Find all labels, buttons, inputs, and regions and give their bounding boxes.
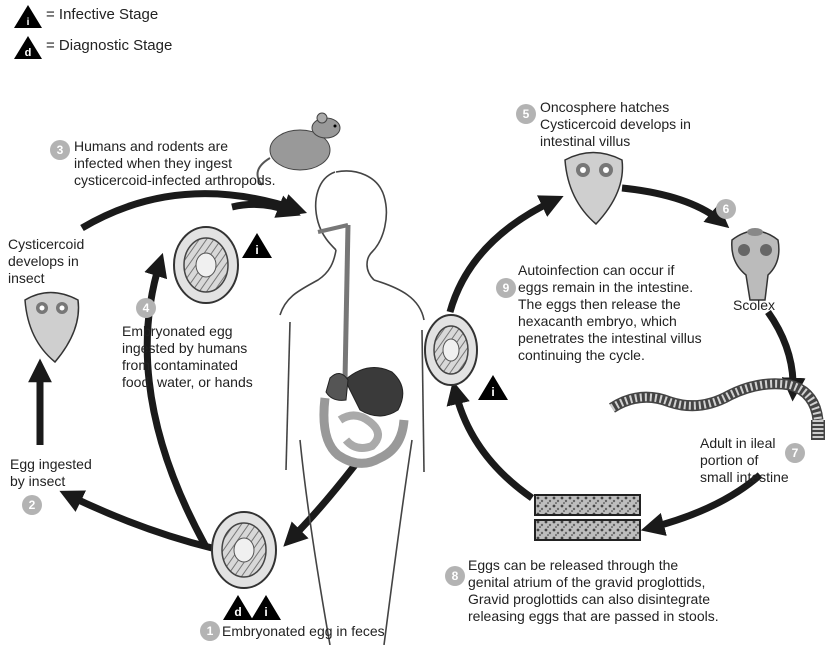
stage-8-text-line: Eggs can be released through the <box>468 557 678 574</box>
insect-label-line: insect <box>8 270 45 287</box>
scolex-illustration <box>732 228 779 300</box>
legend-infective-symbol: i <box>27 17 30 28</box>
stage-4-badge: 4 <box>136 298 156 318</box>
stage-8-text-line: Gravid proglottids can also disintegrate <box>468 591 710 608</box>
infective-marker-egg4: i <box>242 233 272 258</box>
stage-3-badge: 3 <box>50 140 70 160</box>
digestive-tract <box>318 225 404 463</box>
legend-diagnostic-label: = Diagnostic Stage <box>46 37 172 54</box>
stage-5-text-line: intestinal villus <box>540 133 630 150</box>
cysticercoid-villus-stage <box>565 153 622 225</box>
stage-7-badge: 7 <box>785 443 805 463</box>
stage-3-text-line: infected when they ingest <box>74 155 232 172</box>
stage-7-text-line: small intestine <box>700 469 789 486</box>
marker-symbol: i <box>255 243 258 257</box>
stage-6-text: Scolex <box>733 297 775 314</box>
stage-5-badge: 5 <box>516 104 536 124</box>
stage-1-badge: 1 <box>200 621 220 641</box>
arrow-proglottid-to-autoinfection <box>455 390 532 498</box>
stage-9-text-line: eggs remain in the intestine. <box>518 279 693 296</box>
stage-4-text-line: from contaminated <box>122 357 238 374</box>
stage-1-text: Embryonated egg in feces <box>222 623 385 640</box>
stage-6-badge: 6 <box>716 199 736 219</box>
marker-symbol: d <box>234 605 241 619</box>
stage-9-text-line: continuing the cycle. <box>518 347 645 364</box>
stage-8-text-line: genital atrium of the gravid proglottids… <box>468 574 705 591</box>
stage-9-badge: 9 <box>496 278 516 298</box>
marker-symbol: i <box>264 605 267 619</box>
stage-9-text-line: Autoinfection can occur if <box>518 262 674 279</box>
stage-4-text-line: food, water, or hands <box>122 374 253 391</box>
stage-2-text-line: Egg ingested <box>10 456 92 473</box>
stage-9-text-line: The eggs then release the <box>518 296 681 313</box>
insect-label-line: Cysticercoid <box>8 236 84 253</box>
arrow-feces-to-egg4 <box>147 262 205 545</box>
infective-marker-egg9: i <box>478 375 508 400</box>
gravid-proglottids <box>535 495 640 540</box>
marker-symbol: i <box>491 385 494 399</box>
stage-9-text-line: hexacanth embryo, which <box>518 313 677 330</box>
adult-tapeworm <box>612 384 818 440</box>
stage-8-text-line: releasing eggs that are passed in stools… <box>468 608 719 625</box>
egg-stage-4 <box>174 227 238 303</box>
arrow-human-to-feces <box>290 465 355 540</box>
egg-stage-9 <box>425 315 477 385</box>
stage-7-text-line: portion of <box>700 452 758 469</box>
legend-diagnostic-symbol: d <box>25 47 32 59</box>
stage-4-text-line: ingested by humans <box>122 340 247 357</box>
egg-stage-1 <box>212 512 276 588</box>
stage-5-text-line: Oncosphere hatches <box>540 99 669 116</box>
stage-9-text-line: penetrates the intestinal villus <box>518 330 702 347</box>
infective-legend-triangle: i <box>14 5 42 28</box>
stage-5-text-line: Cysticercoid develops in <box>540 116 691 133</box>
infective-marker-egg1: i <box>251 595 281 620</box>
stage-2-text-line: by insect <box>10 473 65 490</box>
cysticercoid-insect-stage <box>25 293 79 363</box>
stage-7-text-line: Adult in ileal <box>700 435 776 452</box>
arrow-oncosphere-to-scolex <box>622 188 722 222</box>
insect-label-line: develops in <box>8 253 79 270</box>
human-body-illustration <box>280 171 424 645</box>
stage-3-text-line: cysticercoid-infected arthropods. <box>74 172 276 189</box>
legend-infective-label: = Infective Stage <box>46 6 158 23</box>
stage-3-text-line: Humans and rodents are <box>74 138 228 155</box>
arrow-egg-ingested-human <box>232 204 292 212</box>
stage-8-badge: 8 <box>445 566 465 586</box>
diagnostic-marker-egg1: d <box>223 595 253 620</box>
stage-2-badge: 2 <box>22 495 42 515</box>
diagnostic-legend-triangle: d <box>14 36 42 59</box>
arrow-insect-to-human <box>82 194 298 228</box>
stage-4-text-line: Embryonated egg <box>122 323 233 340</box>
